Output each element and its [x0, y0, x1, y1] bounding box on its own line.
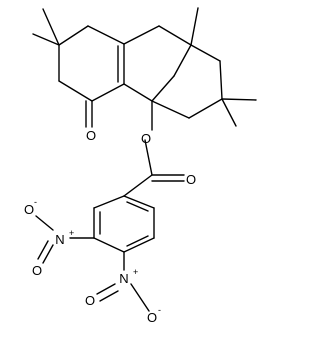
atom-label-oxygen-ketone: O [86, 128, 96, 143]
bond [130, 283, 150, 312]
bond [32, 33, 60, 46]
bond [221, 98, 257, 101]
bond [91, 83, 125, 102]
atom-label-oxygen-nitro-left: O [24, 202, 34, 217]
bond [123, 25, 160, 45]
bond [144, 139, 153, 176]
atom-label-nitrogen-bottom: N [119, 271, 128, 286]
atom-label-oxygen-nitro-left-double: O [32, 263, 42, 278]
bond [190, 7, 199, 46]
charge-minus-bottom: - [158, 305, 161, 315]
bond [123, 237, 155, 253]
charge-plus-left: + [69, 228, 74, 238]
bond [37, 240, 49, 260]
bond [190, 44, 221, 62]
atom-label-nitrogen-left: N [55, 232, 64, 247]
bond [123, 83, 153, 102]
bond [151, 75, 175, 102]
bond [42, 8, 60, 46]
bonds [32, 7, 257, 312]
bond [93, 237, 125, 253]
atom-label-oxygen-carbonyl: O [186, 172, 196, 187]
bond [35, 215, 54, 231]
bond [87, 25, 125, 45]
atom-label-oxygen-ester: O [141, 131, 151, 146]
bond [123, 174, 153, 197]
bond [58, 80, 93, 102]
bond [96, 283, 116, 295]
bond [173, 44, 192, 77]
charge-minus-left: - [34, 197, 37, 207]
bond [99, 290, 119, 302]
bond [188, 98, 223, 119]
atom-labels: O O O N + O - O N + O - O [24, 128, 196, 325]
bond [221, 98, 237, 127]
atom-label-oxygen-nitro-bottom: O [147, 310, 157, 325]
bond [42, 244, 54, 264]
bond [126, 201, 149, 212]
charge-plus-bottom: + [133, 267, 138, 277]
chemical-structure-diagram: O O O N + O - O N + O - O [24, 7, 257, 325]
bond [151, 100, 190, 119]
bond [126, 235, 149, 247]
bond [123, 195, 155, 209]
bond [219, 60, 223, 100]
bond [93, 195, 125, 209]
bond [158, 25, 192, 46]
bond [58, 25, 89, 46]
atom-label-oxygen-nitro-bottom-double: O [85, 293, 95, 308]
